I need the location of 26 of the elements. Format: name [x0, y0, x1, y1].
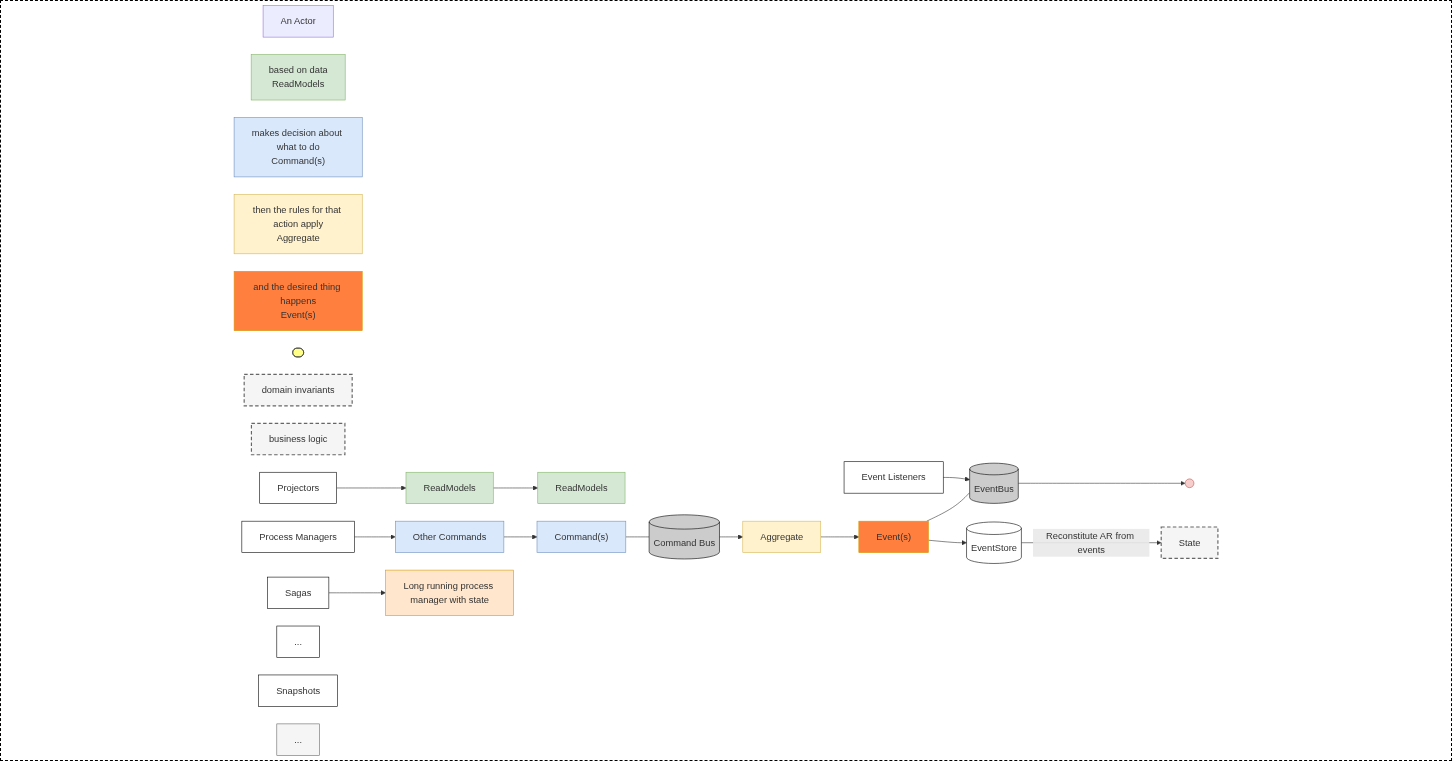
node-box: ReadModels — [405, 471, 494, 504]
connector — [625, 536, 650, 538]
node-box: ReadModels — [537, 471, 626, 504]
node-box: based on data ReadModels — [250, 54, 346, 101]
node-box: business logic — [250, 422, 346, 456]
node-box: Process Managers — [241, 520, 355, 553]
node-box: Aggregate — [742, 520, 822, 553]
node-box: ... — [276, 723, 320, 756]
node-circle — [1184, 478, 1195, 488]
node-box: Projectors — [259, 471, 337, 504]
node-box: Long running process manager with state — [385, 569, 514, 616]
node-box: Sagas — [267, 576, 330, 609]
node-box: ... — [276, 625, 320, 658]
node-box: Other Commands — [395, 520, 505, 553]
node-box: domain invariants — [243, 373, 353, 407]
node-box: Command(s) — [536, 520, 627, 553]
node-box: then the rules for that action apply Aggregate — [233, 194, 363, 255]
node-box: State — [1160, 526, 1219, 560]
node-box: Snapshots — [258, 674, 338, 707]
node-box: makes decision about what to do Command(s) — [233, 117, 363, 178]
connector — [926, 492, 970, 522]
node-box: Event Listeners — [843, 461, 944, 494]
node-box: and the desired thing happens Event(s) — [233, 271, 363, 331]
node-box: Event(s) — [858, 520, 929, 553]
node-box: An Actor — [262, 5, 334, 38]
edge-label: Reconstitute AR from events — [1045, 530, 1135, 555]
